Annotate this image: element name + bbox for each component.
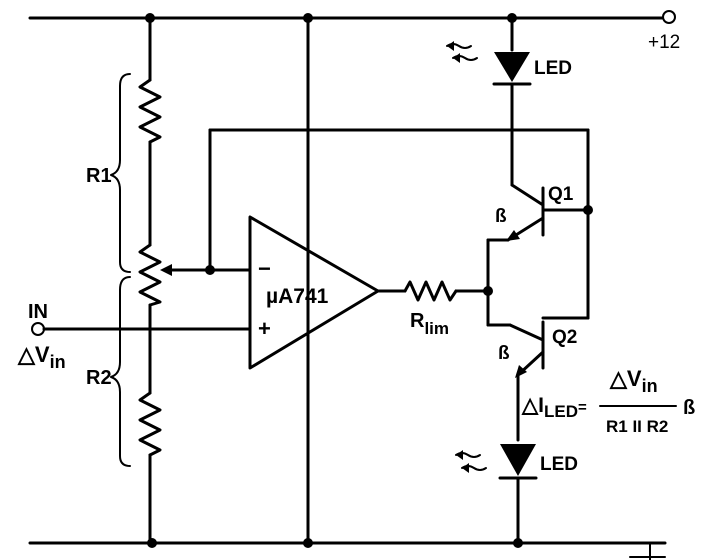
formula-numerator: △Vin [609, 366, 658, 396]
led-bottom-label: LED [540, 454, 578, 475]
r2-label: R2 [86, 367, 112, 389]
led-bottom [455, 444, 538, 548]
resistor-string [138, 13, 212, 548]
rlim-label: Rlim [410, 310, 449, 338]
input-line [31, 322, 252, 336]
q2-label: Q2 [552, 327, 577, 348]
input-delta-v: △Vin [17, 342, 66, 372]
opamp-triangle [248, 215, 380, 370]
formula-lhs: △ILED= [521, 394, 587, 421]
feedback-path [205, 128, 593, 320]
ground-rail [28, 541, 667, 560]
transistor-q2 [486, 316, 590, 442]
q1-beta: ß [495, 206, 507, 227]
formula-beta: ß [683, 397, 695, 419]
top-rail [28, 10, 676, 24]
rlim-resistor [376, 238, 493, 327]
q1-label: Q1 [548, 184, 574, 205]
r1-brace [110, 73, 131, 273]
opamp-inv-sign: − [258, 256, 271, 281]
led-top [446, 13, 532, 86]
led-top-label: LED [534, 58, 572, 79]
input-label: IN [28, 301, 48, 323]
supply-label: +12 [648, 32, 680, 53]
formula-denominator: R1 II R2 [606, 417, 668, 436]
r2-brace [110, 276, 131, 467]
transistor-q1 [486, 82, 590, 242]
opamp-label: µA741 [266, 285, 329, 308]
q2-beta: ß [498, 343, 510, 364]
r1-label: R1 [86, 165, 112, 187]
opamp-noninv-sign: + [258, 316, 271, 341]
